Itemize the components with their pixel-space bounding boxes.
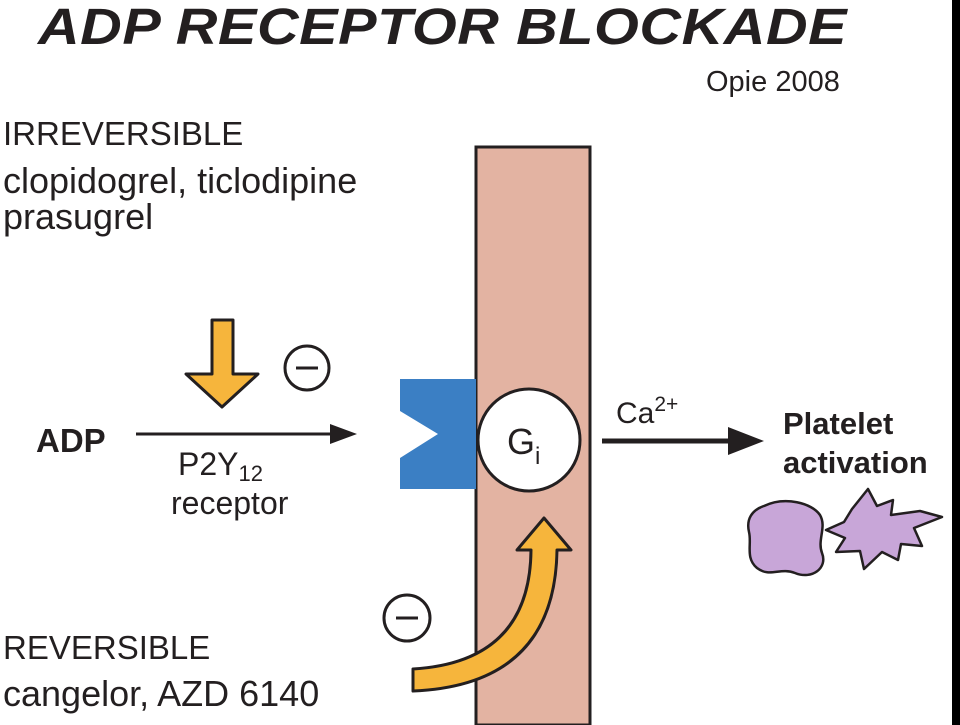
adp-label: ADP xyxy=(36,422,106,459)
receptor-name-label: P2Y12 xyxy=(178,448,263,485)
inhibition-minus-icon-bottom xyxy=(382,593,432,643)
platelet-activation-line-1: Platelet xyxy=(783,406,894,441)
calcium-label: Ca2+ xyxy=(616,394,678,429)
resting-platelet-icon xyxy=(747,499,825,577)
receptor-word-label: receptor xyxy=(171,485,289,521)
adp-arrow-head xyxy=(330,424,357,444)
irreversible-heading: IRREVERSIBLE xyxy=(3,115,244,152)
calcium-text: Ca xyxy=(616,397,655,430)
p2y12-receptor-shape xyxy=(400,379,476,489)
irreversible-drugs-line-2: prasugrel xyxy=(3,196,154,237)
platelet-activation-line-2: activation xyxy=(783,445,928,480)
reversible-drugs-line-1: cangelor, AZD 6140 xyxy=(3,673,320,714)
slide-title: ADP RECEPTOR BLOCKADE xyxy=(38,0,848,55)
irreversible-block-arrow-icon xyxy=(184,318,260,409)
reversible-curved-arrow-icon xyxy=(411,516,573,693)
receptor-subscript: 12 xyxy=(238,461,263,486)
g-protein-subscript: i xyxy=(535,443,541,470)
gi-protein-circle xyxy=(476,387,582,493)
receptor-name-text: P2Y xyxy=(178,446,239,482)
activated-platelet-icon xyxy=(824,487,944,571)
g-protein-text: G xyxy=(507,421,536,462)
source-credit: Opie 2008 xyxy=(706,66,840,98)
inhibition-minus-icon-top xyxy=(283,344,331,392)
reversible-heading: REVERSIBLE xyxy=(3,629,211,666)
ca-arrow-head xyxy=(728,427,764,455)
irreversible-drugs-line-1: clopidogrel, ticlodipine xyxy=(3,160,358,201)
gi-protein-label: Gi xyxy=(507,424,540,469)
calcium-charge: 2+ xyxy=(654,393,679,416)
